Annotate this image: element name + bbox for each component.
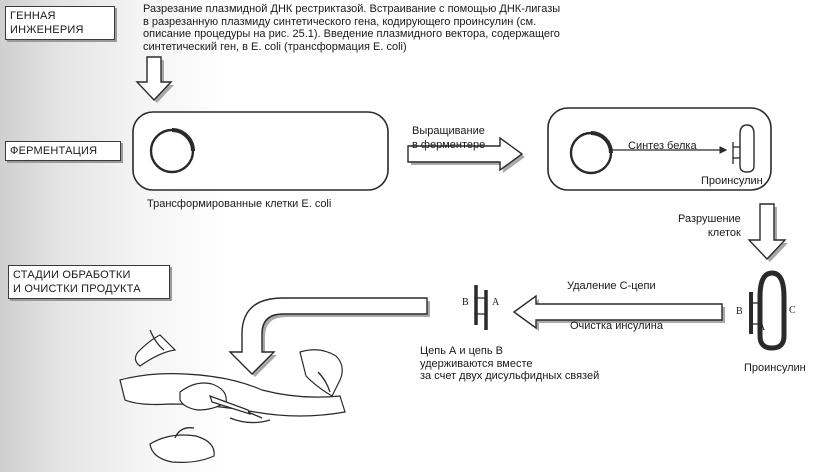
stage-fermentation: ФЕРМЕНТАЦИЯ [5, 141, 121, 161]
stage-processing: СТАДИИ ОБРАБОТКИ И ОЧИСТКИ ПРОДУКТА [8, 265, 170, 299]
proinsulin-cell-label: Проинсулин [701, 175, 763, 187]
c-chain-removal-label: Удаление С-цепи [567, 280, 656, 292]
proinsulin-a-letter: A [758, 322, 766, 333]
proinsulin-c-letter: C [789, 305, 796, 316]
arrow-lysis [747, 203, 788, 262]
chains-note: Цепь А и цепь В удерживаются вместе за с… [420, 345, 600, 382]
arrow-to-injection [228, 297, 430, 377]
arrow-growth [407, 136, 525, 173]
arrow-down-genetic [135, 56, 174, 103]
transformed-cell [132, 111, 389, 191]
purification-label: Очистка инсулина [570, 320, 663, 332]
proinsulin-structure [749, 270, 787, 351]
stage-genetic-engineering: ГЕННАЯ ИНЖЕНЕРИЯ [5, 6, 115, 40]
transformed-cells-caption: Трансформированные клетки E. coli [147, 198, 332, 210]
proinsulin-b-letter: B [736, 306, 743, 317]
plasmid-insert-2 [590, 131, 613, 154]
arrow-purification [512, 294, 725, 331]
chain-b-letter: B [462, 297, 469, 308]
plasmid-insert-1 [171, 128, 195, 152]
protein-synthesis-label: Синтез белка [628, 140, 697, 152]
chain-a-letter: A [492, 297, 500, 308]
proinsulin-label: Проинсулин [744, 362, 806, 374]
injection-illustration [119, 329, 346, 463]
insulin-chains [474, 285, 488, 330]
cell-lysis-label: Разрушение клеток [678, 213, 741, 239]
proinsulin-mini [739, 124, 755, 173]
genetic-description: Разрезание плазмидной ДНК рестриктазой. … [143, 3, 561, 53]
growth-label: Выращивание в ферментере [412, 125, 486, 151]
